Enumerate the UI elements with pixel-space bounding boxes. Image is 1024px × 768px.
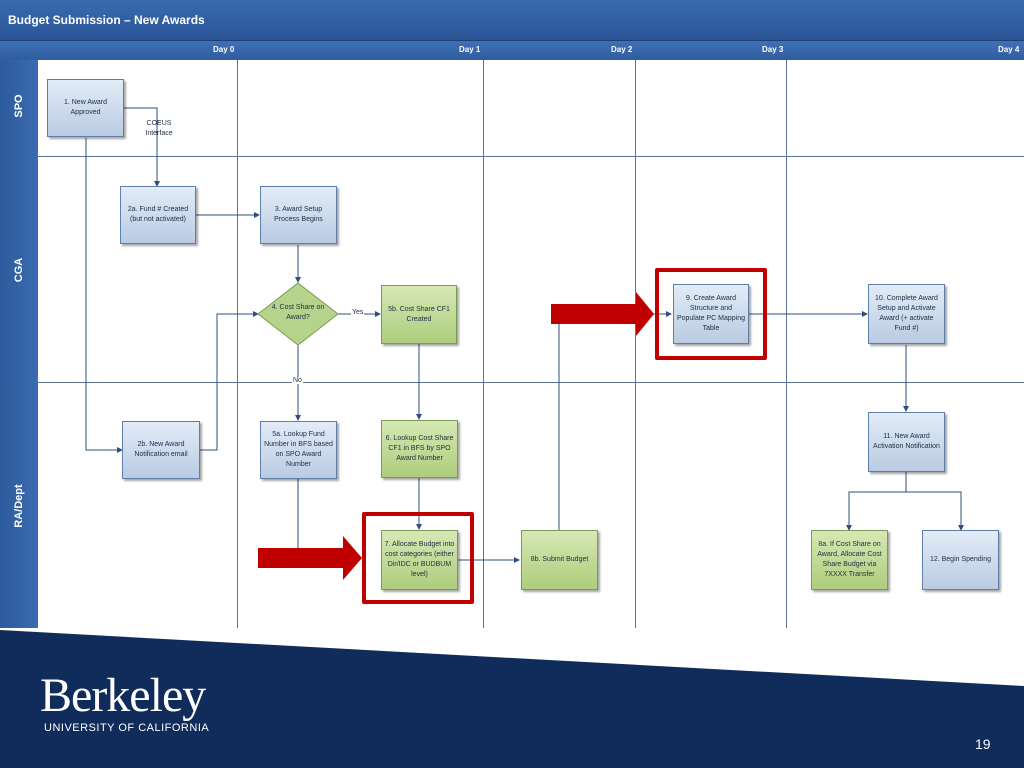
day-label-3: Day 3 xyxy=(762,45,784,54)
highlight-step-9 xyxy=(655,268,767,360)
day-divider-2 xyxy=(635,60,636,628)
berkeley-logo-subtitle: UNIVERSITY OF CALIFORNIA xyxy=(44,722,210,734)
day-label-2: Day 2 xyxy=(611,45,633,54)
connector-1-to-2b xyxy=(85,138,123,453)
connector-11-to-8a xyxy=(846,472,907,531)
step-2a-fund-created: 2a. Fund # Created (but not activated) xyxy=(120,186,196,244)
decision-diamond-4 xyxy=(257,282,339,346)
connector-11-to-12 xyxy=(906,491,964,531)
berkeley-logo-wordmark: Berkeley xyxy=(40,669,206,722)
day-label-1: Day 1 xyxy=(459,45,481,54)
day-divider-0 xyxy=(237,60,238,628)
step-5a-lookup-fund-number: 5a. Lookup Fund Number in BFS based on S… xyxy=(260,421,337,479)
page-number: 19 xyxy=(975,736,991,752)
step-9-create-award-structure: 9. Create Award Structure and Populate P… xyxy=(673,284,749,344)
step-2b-new-award-notification: 2b. New Award Notification email xyxy=(122,421,200,479)
footer-background xyxy=(0,628,1024,768)
step-10-complete-award-setup: 10. Complete Award Setup and Activate Aw… xyxy=(868,284,945,344)
lane-label-column xyxy=(0,60,38,628)
day-label-0: Day 0 xyxy=(213,45,235,54)
step-11-award-activation-notification: 11. New Award Activation Notification xyxy=(868,412,945,472)
edge-label-no: No xyxy=(292,377,303,384)
day-divider-3 xyxy=(786,60,787,628)
page-title: Budget Submission – New Awards xyxy=(8,13,205,27)
step-6-lookup-cost-share: 6. Lookup Cost Share CF1 in BFS by SPO A… xyxy=(381,420,458,478)
connector-2b-to-4 xyxy=(200,311,259,451)
edge-label-yes: Yes xyxy=(351,309,365,316)
day-label-4: Day 4 xyxy=(998,45,1020,54)
step-1-new-award-approved: 1. New Award Approved xyxy=(47,79,124,137)
lane-divider-cga-ra xyxy=(38,382,1024,383)
step-7-allocate-budget: 7. Allocate Budget into cost categories … xyxy=(381,530,458,590)
step-12-begin-spending: 12. Begin Spending xyxy=(922,530,999,590)
red-arrow-to-step-9 xyxy=(551,292,654,336)
title-bar: Budget Submission – New Awards xyxy=(0,0,1024,40)
day-divider-1 xyxy=(483,60,484,628)
highlight-step-7 xyxy=(362,512,474,604)
step-8a-allocate-cost-share: 8a. If Cost Share on Award, Allocate Cos… xyxy=(811,530,888,590)
lane-divider-spo-cga xyxy=(38,156,1024,157)
red-arrow-to-step-7 xyxy=(258,536,362,580)
coeus-interface-label: COEUS Interface xyxy=(145,120,173,137)
step-3-award-setup-begins: 3. Award Setup Process Begins xyxy=(260,186,337,244)
step-4-cost-share-question: 4. Cost Share on Award? xyxy=(271,304,325,321)
connector-1-to-2a xyxy=(124,107,160,187)
step-5b-cost-share-cf1-created: 5b. Cost Share CF1 Created xyxy=(381,285,457,344)
step-8b-submit-budget: 8b. Submit Budget xyxy=(521,530,598,590)
